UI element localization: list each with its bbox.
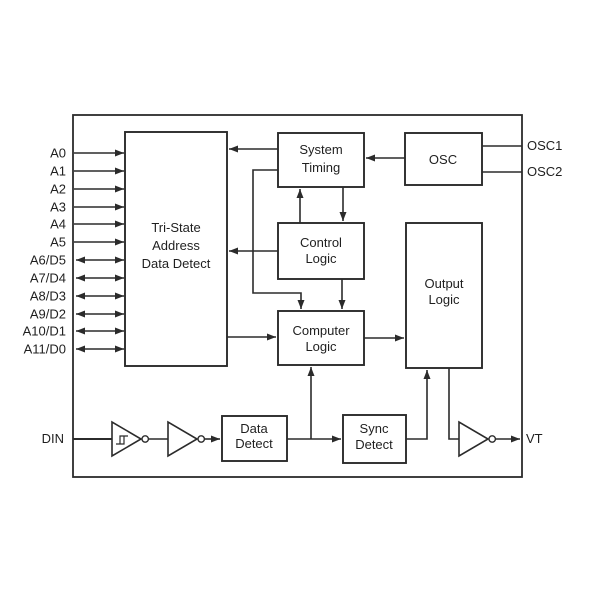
pin-label-a6d5: A6/D5 — [30, 253, 66, 268]
pin-label-a0: A0 — [50, 146, 66, 161]
tristate-label-line3: Data Detect — [142, 256, 211, 271]
pin-label-a5: A5 — [50, 235, 66, 250]
wire-systemtiming-to-computerlogic — [252, 169, 305, 309]
data-detect-label-line1: Data — [240, 421, 268, 436]
block-computer-logic: Computer Logic — [277, 310, 365, 366]
data-detect-label-line2: Detect — [235, 436, 273, 451]
block-tristate-address-data-detect: Tri-State Address Data Detect — [124, 131, 228, 367]
pin-label-a8d3: A8/D3 — [30, 289, 66, 304]
pin-label-a4: A4 — [50, 217, 66, 232]
output-inverter-icon — [458, 420, 490, 458]
pin-label-a1: A1 — [50, 164, 66, 179]
osc-label: OSC — [429, 152, 457, 167]
osc1-label: OSC1 — [527, 138, 562, 153]
block-system-timing: System Timing — [277, 132, 365, 188]
sync-detect-label-line2: Detect — [355, 437, 393, 452]
left-pin-array: A0 A1 A2 A3 A4 A5 A6/D5 A7/D4 A8/D3 A9/D… — [23, 146, 124, 357]
block-output-logic: Output Logic — [405, 222, 483, 369]
computer-logic-box — [277, 310, 365, 366]
block-sync-detect: Sync Detect — [342, 414, 407, 464]
system-timing-label-line2: Timing — [302, 160, 341, 175]
system-timing-label-line1: System — [299, 142, 342, 157]
system-timing-box — [277, 132, 365, 188]
connection-wires — [227, 145, 522, 443]
sync-detect-label-line1: Sync — [360, 421, 389, 436]
wire-outputlogic-to-inverter — [448, 368, 459, 440]
tristate-label-line1: Tri-State — [151, 220, 200, 235]
pin-label-a10d1: A10/D1 — [23, 324, 66, 339]
pin-label-a2: A2 — [50, 182, 66, 197]
tristate-box — [124, 131, 228, 367]
data-detect-box — [221, 415, 288, 462]
hysteresis-icon — [116, 435, 128, 445]
inverter-bubble — [197, 435, 206, 443]
din-label: DIN — [42, 431, 64, 446]
block-data-detect: Data Detect — [221, 415, 288, 462]
sync-detect-box — [342, 414, 407, 464]
schmitt-inverter-bubble — [141, 435, 150, 443]
chip-boundary — [72, 114, 523, 478]
vt-output-chain — [458, 420, 520, 458]
osc2-label: OSC2 — [527, 164, 562, 179]
output-logic-label-line2: Logic — [428, 292, 460, 307]
wire-syncdetect-to-outputlogic — [406, 370, 431, 440]
computer-logic-label-line2: Logic — [305, 339, 337, 354]
tristate-label-line2: Address — [152, 238, 200, 253]
din-input-chain — [73, 420, 220, 458]
inverter-icon — [167, 420, 199, 458]
block-osc: OSC — [404, 132, 483, 186]
pin-label-a11d0: A11/D0 — [24, 342, 66, 357]
output-logic-box — [405, 222, 483, 369]
pin-label-a3: A3 — [50, 200, 66, 215]
schmitt-inverter-icon — [111, 420, 143, 458]
pin-label-a9d2: A9/D2 — [30, 307, 66, 322]
output-logic-label-line1: Output — [424, 276, 463, 291]
computer-logic-label-line1: Computer — [292, 323, 350, 338]
control-logic-label-line2: Logic — [305, 251, 337, 266]
pin-label-a7d4: A7/D4 — [30, 271, 66, 286]
block-control-logic: Control Logic — [277, 222, 365, 280]
osc-box — [404, 132, 483, 186]
output-inverter-bubble — [488, 435, 497, 443]
vt-label: VT — [526, 431, 543, 446]
control-logic-label-line1: Control — [300, 235, 342, 250]
